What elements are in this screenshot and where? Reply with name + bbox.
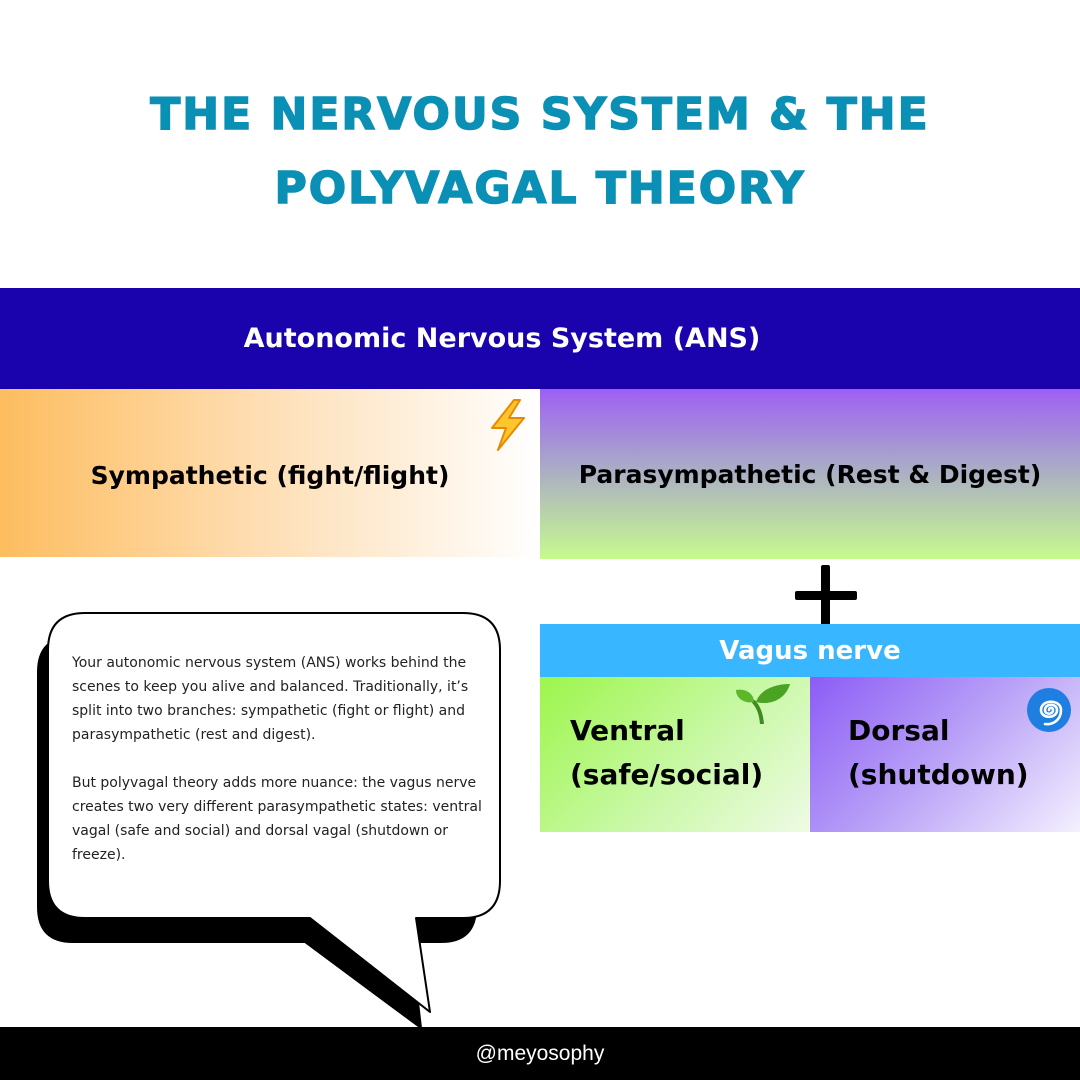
dorsal-label-line-2: (shutdown) [848, 758, 1029, 791]
ventral-label-line-2: (safe/social) [570, 758, 764, 791]
dorsal-label-line-1: Dorsal [848, 714, 950, 747]
sympathetic-label: Sympathetic (fight/flight) [90, 460, 450, 490]
title-line-1: THE NERVOUS SYSTEM & THE [150, 88, 930, 141]
ans-banner: Autonomic Nervous System (ANS) [0, 288, 1080, 389]
plus-icon [795, 565, 857, 627]
ans-label: Autonomic Nervous System (ANS) [243, 323, 761, 354]
page-title: THE NERVOUS SYSTEM & THE POLYVAGAL THEOR… [0, 78, 1080, 226]
bubble-paragraph-1: Your autonomic nervous system (ANS) work… [72, 655, 469, 743]
parasympathetic-box: Parasympathetic (Rest & Digest) [540, 389, 1080, 559]
footer-handle: @meyosophy [0, 1027, 1080, 1080]
dorsal-label: Dorsal (shutdown) [848, 709, 1029, 797]
ventral-label-line-1: Ventral [570, 714, 685, 747]
lightning-bolt-icon [491, 399, 525, 451]
bubble-paragraph-2: But polyvagal theory adds more nuance: t… [72, 775, 482, 863]
ventral-label: Ventral (safe/social) [570, 709, 763, 797]
title-line-2: POLYVAGAL THEORY [274, 162, 806, 215]
parasympathetic-label: Parasympathetic (Rest & Digest) [578, 459, 1042, 489]
speech-bubble [37, 612, 501, 1029]
vagus-nerve-banner: Vagus nerve [540, 624, 1080, 677]
sprout-icon [736, 684, 790, 724]
sympathetic-box: Sympathetic (fight/flight) [0, 389, 540, 557]
bubble-text: Your autonomic nervous system (ANS) work… [72, 651, 482, 891]
spiral-icon [1027, 688, 1071, 732]
